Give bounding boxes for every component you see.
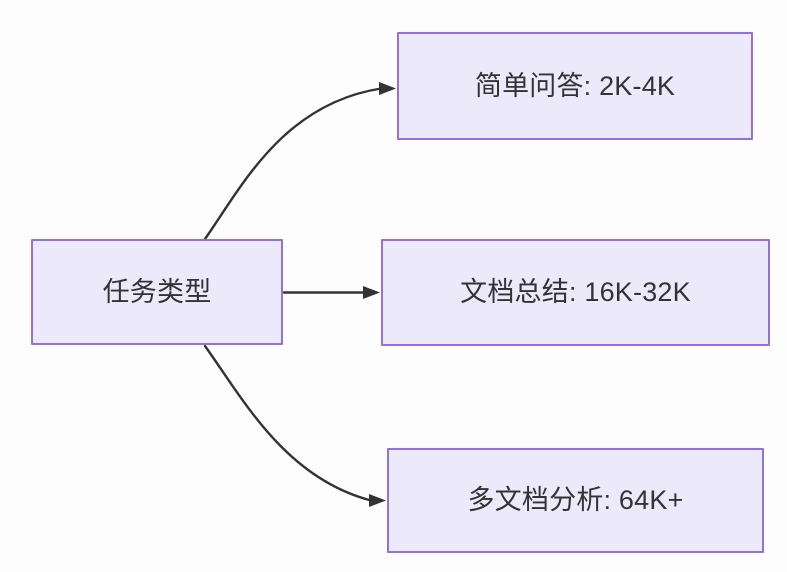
node-task-type[interactable]: 任务类型 [31,239,283,345]
node-multi-doc-label: 多文档分析: 64K+ [467,485,684,516]
node-task-type-label: 任务类型 [102,276,212,307]
node-doc-summary[interactable]: 文档总结: 16K-32K [381,239,770,346]
node-doc-summary-label: 文档总结: 16K-32K [460,277,691,308]
edge-to-simple-qa-arrowhead [379,82,396,95]
node-simple-qa[interactable]: 简单问答: 2K-4K [397,32,753,140]
edge-to-simple-qa[interactable] [203,82,396,241]
edge-to-simple-qa-path [203,87,383,241]
edge-to-multi-doc-path [203,344,373,502]
node-simple-qa-label: 简单问答: 2K-4K [474,70,676,101]
edge-to-multi-doc[interactable] [203,344,386,507]
edge-to-doc-summary-arrowhead [363,286,380,299]
edge-to-doc-summary[interactable] [282,286,380,299]
node-multi-doc[interactable]: 多文档分析: 64K+ [387,448,764,553]
edge-to-multi-doc-arrowhead [369,494,386,507]
